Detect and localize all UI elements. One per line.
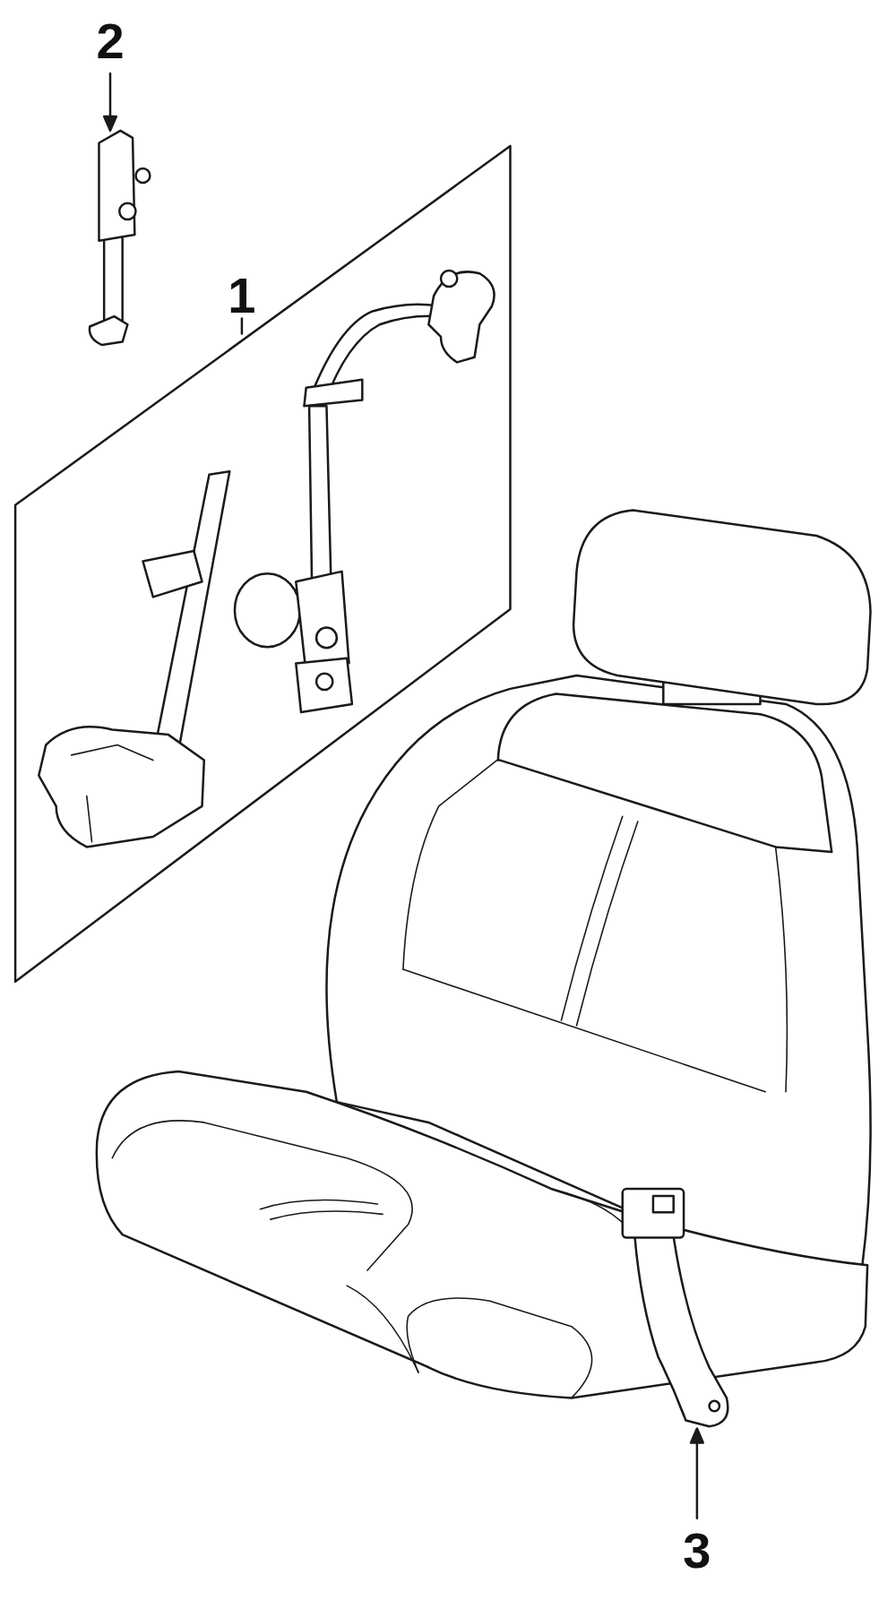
retractor-assembly-line [316, 673, 333, 690]
adjuster-part-2 [89, 130, 150, 345]
buckle-assembly-line [86, 795, 93, 842]
retractor-assembly-line [428, 271, 494, 362]
seat-drawing-line [560, 816, 622, 1021]
seat-drawing-line [259, 1199, 378, 1209]
seat-drawing-line [112, 1120, 413, 1271]
callout-number: 3 [682, 1525, 711, 1577]
adjuster-part-2-line [89, 316, 128, 345]
buckle-assembly-line [142, 551, 202, 597]
seat-drawing-line [96, 1071, 868, 1398]
callout-number: 1 [227, 270, 256, 321]
adjuster-part-2-line [98, 130, 135, 242]
retractor-assembly [234, 270, 495, 713]
buckle-assembly [38, 471, 230, 847]
seat-drawing-line [551, 1188, 633, 1235]
seat-drawing-line [775, 846, 788, 1092]
buckle-assembly-line [71, 744, 154, 760]
retractor-assembly-line [440, 270, 457, 287]
seat-drawing-line [406, 1298, 592, 1398]
seat-drawing-line [270, 1211, 383, 1220]
retractor-assembly-line [303, 379, 362, 407]
buckle-part-3-line [709, 1401, 720, 1412]
leader-lines-line [690, 1429, 704, 1444]
buckle-part-3-line [634, 1236, 728, 1427]
buckle-part-3 [622, 1188, 729, 1427]
leader-lines-line [103, 116, 117, 131]
buckle-part-3-line [653, 1196, 674, 1213]
adjuster-part-2-line [119, 203, 136, 220]
seat-drawing-line [498, 694, 832, 853]
seat-drawing-line [577, 821, 638, 1026]
leader-lines-line [109, 73, 112, 121]
adjuster-part-2-line [135, 168, 150, 183]
retractor-assembly-line [234, 573, 301, 647]
seat-drawing-line [403, 969, 766, 1093]
retractor-assembly-line [295, 658, 353, 713]
seat-drawing-line [573, 510, 871, 706]
seat-drawing-line [346, 1285, 419, 1373]
buckle-assembly-line [38, 726, 205, 847]
leader-lines-line [696, 1438, 699, 1519]
retractor-assembly-line [316, 628, 337, 649]
buckle-part-3-line [622, 1188, 684, 1239]
leader-lines [103, 73, 704, 1519]
seat-drawing-line [403, 760, 498, 970]
seat-drawing [96, 510, 871, 1399]
callout-number: 2 [95, 16, 124, 67]
